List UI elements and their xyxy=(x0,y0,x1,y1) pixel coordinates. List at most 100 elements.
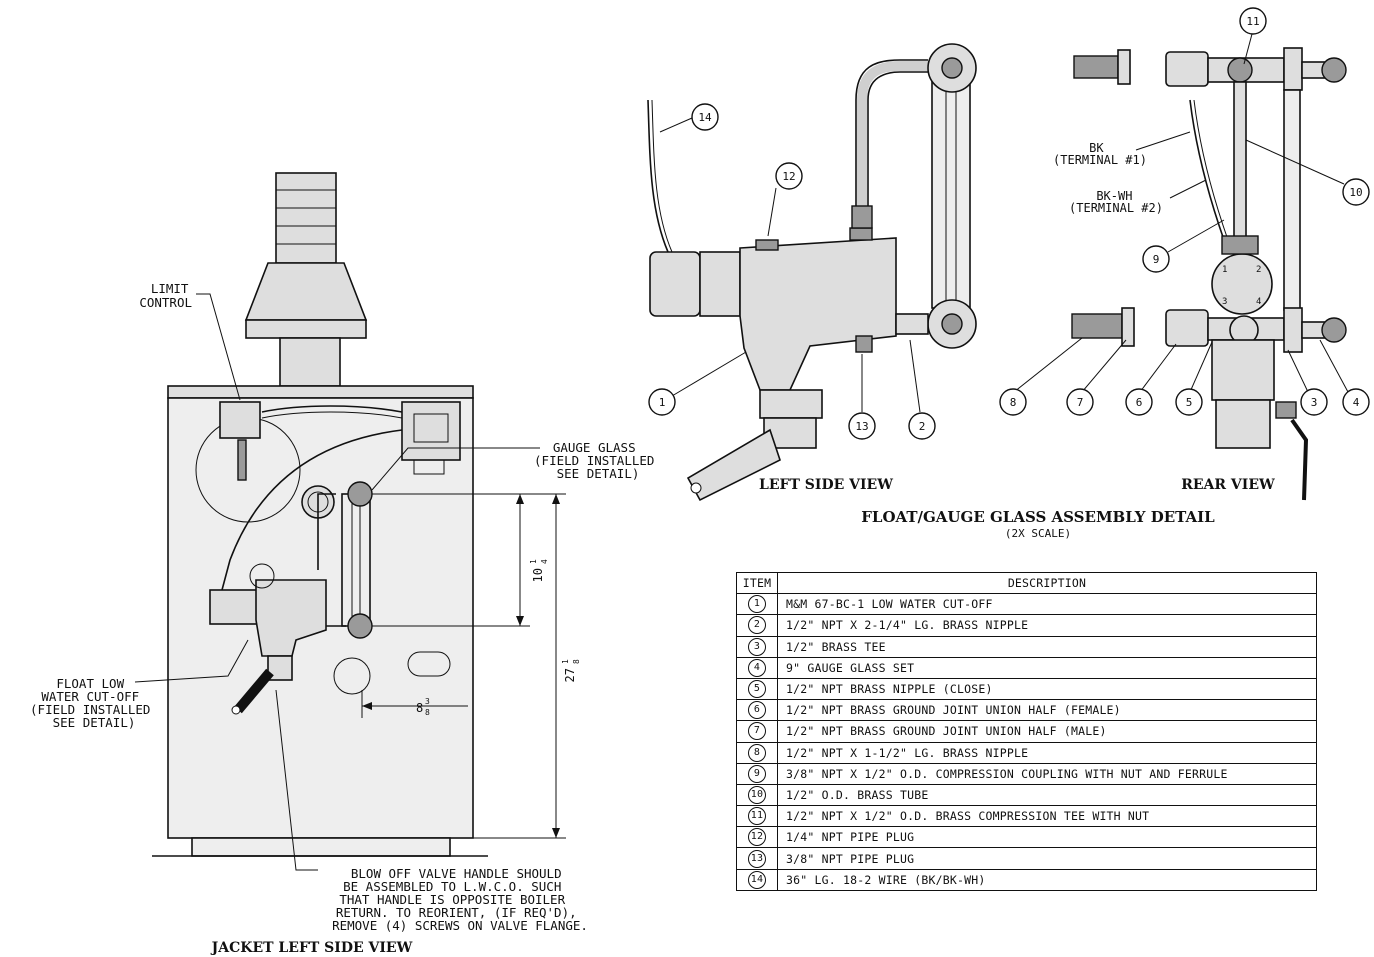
callout-1: 1 xyxy=(648,388,676,416)
dim-gauge-height: 10 1 4 xyxy=(529,559,549,582)
blow-off-handle xyxy=(686,428,781,502)
item-number: 12 xyxy=(748,828,766,847)
item-number: 2 xyxy=(748,616,766,635)
detail-title: FLOAT/GAUGE GLASS ASSEMBLY DETAIL xyxy=(861,508,1215,526)
rear-gauge-glass xyxy=(1283,89,1301,311)
svg-text:13: 13 xyxy=(855,420,868,433)
detail-scale: (2X SCALE) xyxy=(1005,527,1071,540)
table-row: 14 36" LG. 18-2 WIRE (BK/BK-WH) xyxy=(736,868,1317,891)
draft-hood xyxy=(244,262,368,321)
item-number-cell: 4 xyxy=(736,656,778,679)
svg-text:5: 5 xyxy=(1186,396,1193,409)
item-number: 1 xyxy=(748,595,766,614)
item-description: 1/2" NPT BRASS GROUND JOINT UNION HALF (… xyxy=(777,699,1317,722)
item-description: 9" GAUGE GLASS SET xyxy=(777,656,1317,679)
table-row: 7 1/2" NPT BRASS GROUND JOINT UNION HALF … xyxy=(736,720,1317,743)
item-number: 3 xyxy=(748,637,766,656)
table-header-row: ITEM DESCRIPTION xyxy=(736,571,1317,595)
svg-text:8: 8 xyxy=(416,701,423,715)
table-row: 2 1/2" NPT X 2-1/4" LG. BRASS NIPPLE xyxy=(736,614,1317,637)
dim-overall-height: 27 1 8 xyxy=(561,659,581,682)
callout-3: 3 xyxy=(1300,388,1328,416)
union-female-6 xyxy=(1165,309,1209,347)
nipple-2 xyxy=(895,313,929,335)
item-description: 1/2" NPT BRASS GROUND JOINT UNION HALF (… xyxy=(777,720,1317,743)
callout-9: 9 xyxy=(1142,245,1170,273)
lwco-head xyxy=(209,589,259,625)
wire-labels: BK (TERMINAL #1) BK-WH (TERMINAL #2) xyxy=(1053,141,1163,215)
callout-4: 4 xyxy=(1342,388,1370,416)
brass-tee-3 xyxy=(1283,307,1303,353)
limit-control xyxy=(219,401,261,439)
dim-offset: 8 3 8 xyxy=(416,697,430,717)
jacket-view-title: JACKET LEFT SIDE VIEW xyxy=(210,940,413,956)
item-number: 9 xyxy=(748,764,766,783)
svg-text:6: 6 xyxy=(1136,396,1143,409)
left-side-view-title: LEFT SIDE VIEW xyxy=(759,477,893,493)
item-description: 1/2" BRASS TEE xyxy=(777,635,1317,658)
callout-2: 2 xyxy=(908,412,936,440)
svg-text:2: 2 xyxy=(919,420,926,433)
svg-text:4: 4 xyxy=(1256,297,1261,307)
rear-view-title: REAR VIEW xyxy=(1181,477,1275,493)
item-number: 7 xyxy=(748,722,766,741)
svg-text:1: 1 xyxy=(561,659,570,664)
svg-text:1: 1 xyxy=(529,559,538,564)
callout-7: 7 xyxy=(1066,388,1094,416)
limit-control-label: LIMIT CONTROL xyxy=(139,281,196,310)
item-description: 1/2" NPT X 1/2" O.D. BRASS COMPRESSION T… xyxy=(777,805,1317,828)
item-number: 14 xyxy=(748,870,766,889)
detail-gauge-glass xyxy=(931,79,971,309)
svg-text:12: 12 xyxy=(782,170,795,183)
item-description: 1/2" NPT X 1-1/2" LG. BRASS NIPPLE xyxy=(777,741,1317,764)
jacket-labels: LIMIT CONTROL GAUGE GLASS (FIELD INSTALL… xyxy=(30,281,662,933)
svg-text:11: 11 xyxy=(1246,15,1259,28)
union-male-7 xyxy=(1121,307,1135,347)
rear-nipple-top xyxy=(1073,55,1119,79)
item-number-cell: 13 xyxy=(736,847,778,870)
item-description: 1/2" NPT BRASS NIPPLE (CLOSE) xyxy=(777,677,1317,701)
svg-text:4: 4 xyxy=(1353,396,1360,409)
float-lwco-label: FLOAT LOW WATER CUT-OFF (FIELD INSTALLED… xyxy=(30,676,158,730)
control-box xyxy=(401,401,461,461)
item-number-cell: 7 xyxy=(736,720,778,743)
table-row: 3 1/2" BRASS TEE xyxy=(736,635,1317,658)
item-number: 4 xyxy=(748,658,766,677)
item-number-cell: 5 xyxy=(736,677,778,701)
item-number-cell: 11 xyxy=(736,805,778,828)
rear-float-body xyxy=(1211,339,1275,401)
item-description: 1/2" NPT X 2-1/4" LG. BRASS NIPPLE xyxy=(777,614,1317,637)
item-number: 10 xyxy=(748,785,766,804)
svg-text:10: 10 xyxy=(531,568,545,582)
gauge-glass xyxy=(341,493,371,627)
callout-13: 13 xyxy=(848,412,876,440)
header-description: DESCRIPTION xyxy=(777,571,1317,595)
item-number-cell: 6 xyxy=(736,699,778,722)
item-number-cell: 2 xyxy=(736,614,778,637)
svg-text:8: 8 xyxy=(425,708,430,717)
table-row: 11 1/2" NPT X 1/2" O.D. BRASS COMPRESSION… xyxy=(736,805,1317,828)
svg-text:3: 3 xyxy=(425,697,430,706)
callout-5: 5 xyxy=(1175,388,1203,416)
float-wire xyxy=(221,429,403,591)
jacket-left-side-view xyxy=(134,172,566,871)
blow-off-note: BLOW OFF VALVE HANDLE SHOULD BE ASSEMBLE… xyxy=(332,866,588,933)
bk-wire-label: BK (TERMINAL #1) xyxy=(1053,141,1147,167)
jacket-base xyxy=(191,837,451,857)
rear-nipple-8 xyxy=(1071,313,1123,339)
item-number: 13 xyxy=(748,849,766,868)
gauge-glass-label: GAUGE GLASS (FIELD INSTALLED SEE DETAIL) xyxy=(534,440,662,481)
item-description: 36" LG. 18-2 WIRE (BK/BK-WH) xyxy=(777,868,1317,891)
item-number-cell: 10 xyxy=(736,783,778,807)
vent-pipe xyxy=(279,337,341,387)
item-number: 11 xyxy=(748,807,766,826)
table-row: 10 1/2" O.D. BRASS TUBE xyxy=(736,783,1317,807)
item-number-cell: 14 xyxy=(736,868,778,891)
callout-6: 6 xyxy=(1125,388,1153,416)
lwco-body-detail xyxy=(739,237,897,391)
item-number-cell: 9 xyxy=(736,762,778,785)
item-description: 1/2" O.D. BRASS TUBE xyxy=(777,783,1317,807)
